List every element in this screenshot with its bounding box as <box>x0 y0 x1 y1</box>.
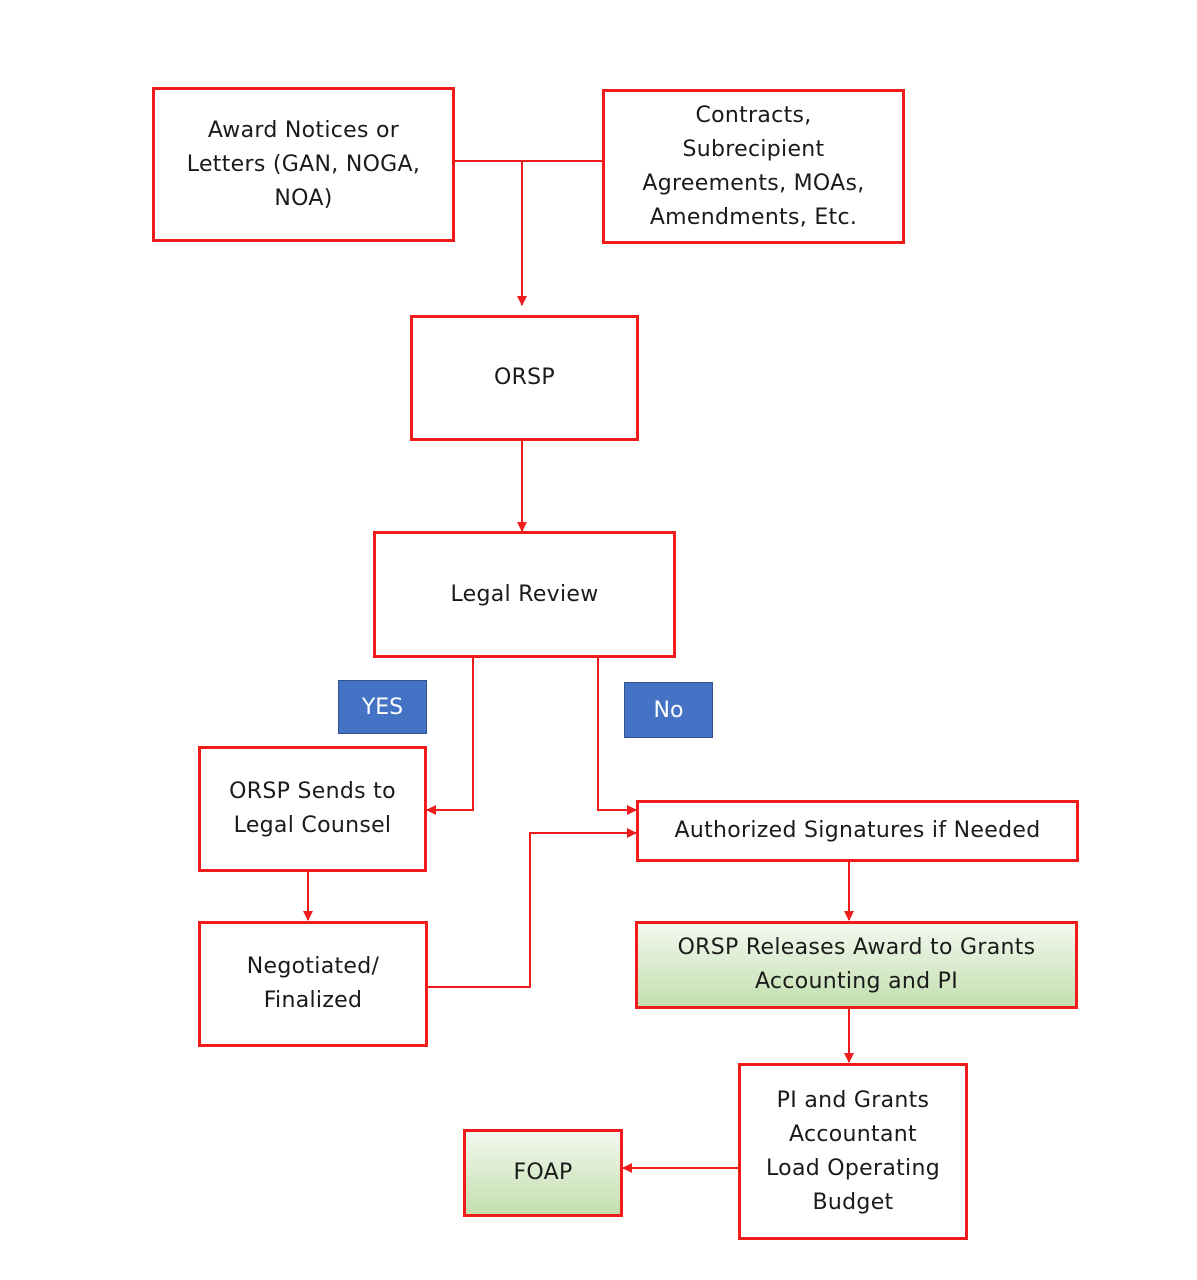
node-legal-review: Legal Review <box>373 531 676 658</box>
node-foap-label: FOAP <box>513 1160 573 1185</box>
arrow-yes-to-orsp-sends <box>426 658 474 815</box>
node-contracts: Contracts, Subrecipient Agreements, MOAs… <box>602 89 905 244</box>
tag-yes-label: YES <box>361 694 404 720</box>
node-negotiated: Negotiated/ Finalized <box>198 921 428 1047</box>
tag-no-label: No <box>653 697 684 723</box>
node-releases: ORSP Releases Award to Grants Accounting… <box>635 921 1078 1009</box>
node-foap: FOAP <box>463 1129 623 1217</box>
node-pi-grants: PI and Grants Accountant Load Operating … <box>738 1063 968 1240</box>
node-award-notices: Award Notices or Letters (GAN, NOGA, NOA… <box>152 87 455 242</box>
node-authorized: Authorized Signatures if Needed <box>636 800 1079 862</box>
tag-yes: YES <box>338 680 427 734</box>
node-orsp-sends-label: ORSP Sends to Legal Counsel <box>229 779 396 838</box>
node-orsp-sends: ORSP Sends to Legal Counsel <box>198 746 427 872</box>
node-authorized-label: Authorized Signatures if Needed <box>674 818 1041 843</box>
arrow-no-to-authorized <box>597 658 637 815</box>
node-contracts-label: Contracts, Subrecipient Agreements, MOAs… <box>642 102 865 230</box>
node-pi-grants-label: PI and Grants Accountant Load Operating … <box>766 1087 940 1215</box>
arrow-negotiated-to-authorized <box>428 828 637 988</box>
node-orsp-label: ORSP <box>493 365 556 390</box>
node-award-notices-label: Award Notices or Letters (GAN, NOGA, NOA… <box>186 117 421 211</box>
node-orsp: ORSP <box>410 315 639 441</box>
node-releases-label: ORSP Releases Award to Grants Accounting… <box>677 935 1036 994</box>
node-legal-review-label: Legal Review <box>450 581 599 607</box>
tag-no: No <box>624 682 713 738</box>
node-negotiated-label: Negotiated/ Finalized <box>246 954 380 1013</box>
